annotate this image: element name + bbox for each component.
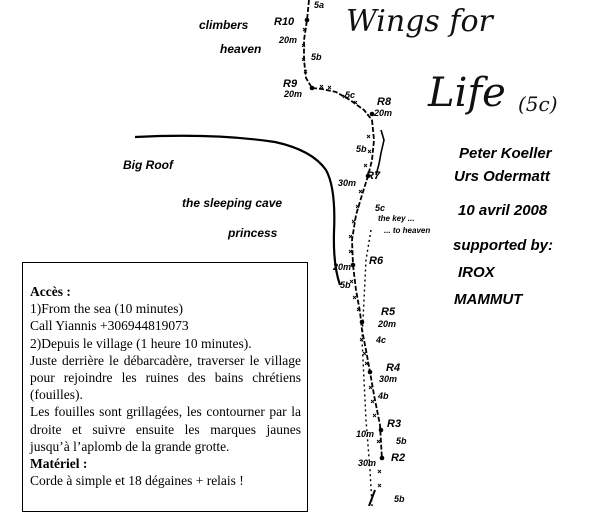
label-key-2: ... to heaven (384, 226, 431, 235)
title-life: Life (428, 70, 506, 116)
relay-r10: R10 (274, 16, 295, 28)
access-info-box: Accès : 1)From the sea (10 minutes) Call… (22, 262, 308, 512)
label-key-1: the key ... (378, 214, 415, 223)
relay-r2: R2 (391, 452, 406, 464)
access-line-3: 2)Depuis le village (1 heure 10 minutes)… (30, 335, 252, 351)
access-line-2: Call Yiannis +306944819073 (30, 318, 189, 334)
wall-edge (375, 129, 385, 176)
grade-p8: 5b (356, 144, 367, 154)
access-paragraph-1: Juste derrière le débarcadère, traverser… (30, 352, 301, 403)
supported-by: supported by: (453, 237, 553, 254)
bolt-markers (301, 27, 382, 488)
route-line-low (352, 264, 383, 461)
grade-p4: 4b (378, 391, 389, 401)
route-line-top (303, 0, 313, 89)
title-grade: (5c) (518, 92, 558, 116)
length-r5: 20m (378, 319, 397, 329)
relay-r6: R6 (369, 255, 384, 267)
wall-edge-start (368, 489, 376, 506)
length-r4: 30m (379, 374, 398, 384)
date: 10 avril 2008 (458, 202, 548, 219)
grade-p2: 5b (394, 494, 405, 504)
length-r6: 20m (333, 262, 352, 272)
author-2: Urs Odermatt (454, 168, 550, 185)
sponsor-irox: IROX (458, 264, 495, 281)
length-r3: 10m (356, 429, 375, 439)
length-r8: 20m (374, 108, 393, 118)
material-text: Corde à simple et 18 dégaines + relais ! (30, 473, 244, 489)
relay-stations (304, 17, 385, 461)
grade-p9: 5c (345, 90, 356, 100)
grade-top: 5a (314, 0, 325, 10)
grade-p7: 5c (375, 203, 386, 213)
relay-r4: R4 (386, 362, 401, 374)
length-r10: 20m (279, 35, 298, 45)
relay-r8: R8 (377, 96, 392, 108)
title-wings-for: Wings for (346, 4, 493, 39)
relay-r5: R5 (381, 306, 396, 318)
access-paragraph-2: Les fouilles sont grillagées, les contou… (30, 404, 301, 454)
access-line-1: 1)From the sea (10 minutes) (30, 301, 183, 317)
length-r7: 30m (338, 178, 357, 188)
relay-r7: R7 (366, 170, 381, 182)
label-climbers: climbers (199, 18, 249, 32)
grade-p3: 5b (396, 436, 407, 446)
grade-p5: 4c (376, 335, 387, 345)
material-heading: Matériel : (30, 456, 88, 472)
access-heading: Accès : (30, 284, 71, 299)
grade-p10: 5b (311, 52, 322, 62)
label-heaven: heaven (220, 42, 262, 56)
label-princess: princess (228, 226, 278, 240)
length-r2: 30m (358, 458, 377, 468)
length-r9: 20m (284, 89, 303, 99)
author-1: Peter Koeller (459, 145, 552, 162)
label-big-roof: Big Roof (123, 158, 173, 172)
route-line-traverse (311, 87, 373, 121)
roof-line (134, 134, 342, 286)
relay-r3: R3 (387, 418, 402, 430)
grade-p6: 5b (340, 280, 351, 290)
label-sleeping-cave: the sleeping cave (182, 196, 283, 210)
sponsor-mammut: MAMMUT (454, 291, 523, 308)
route-line-mid (351, 119, 375, 266)
relay-r9: R9 (283, 78, 298, 90)
wall-edge-low (361, 229, 373, 506)
